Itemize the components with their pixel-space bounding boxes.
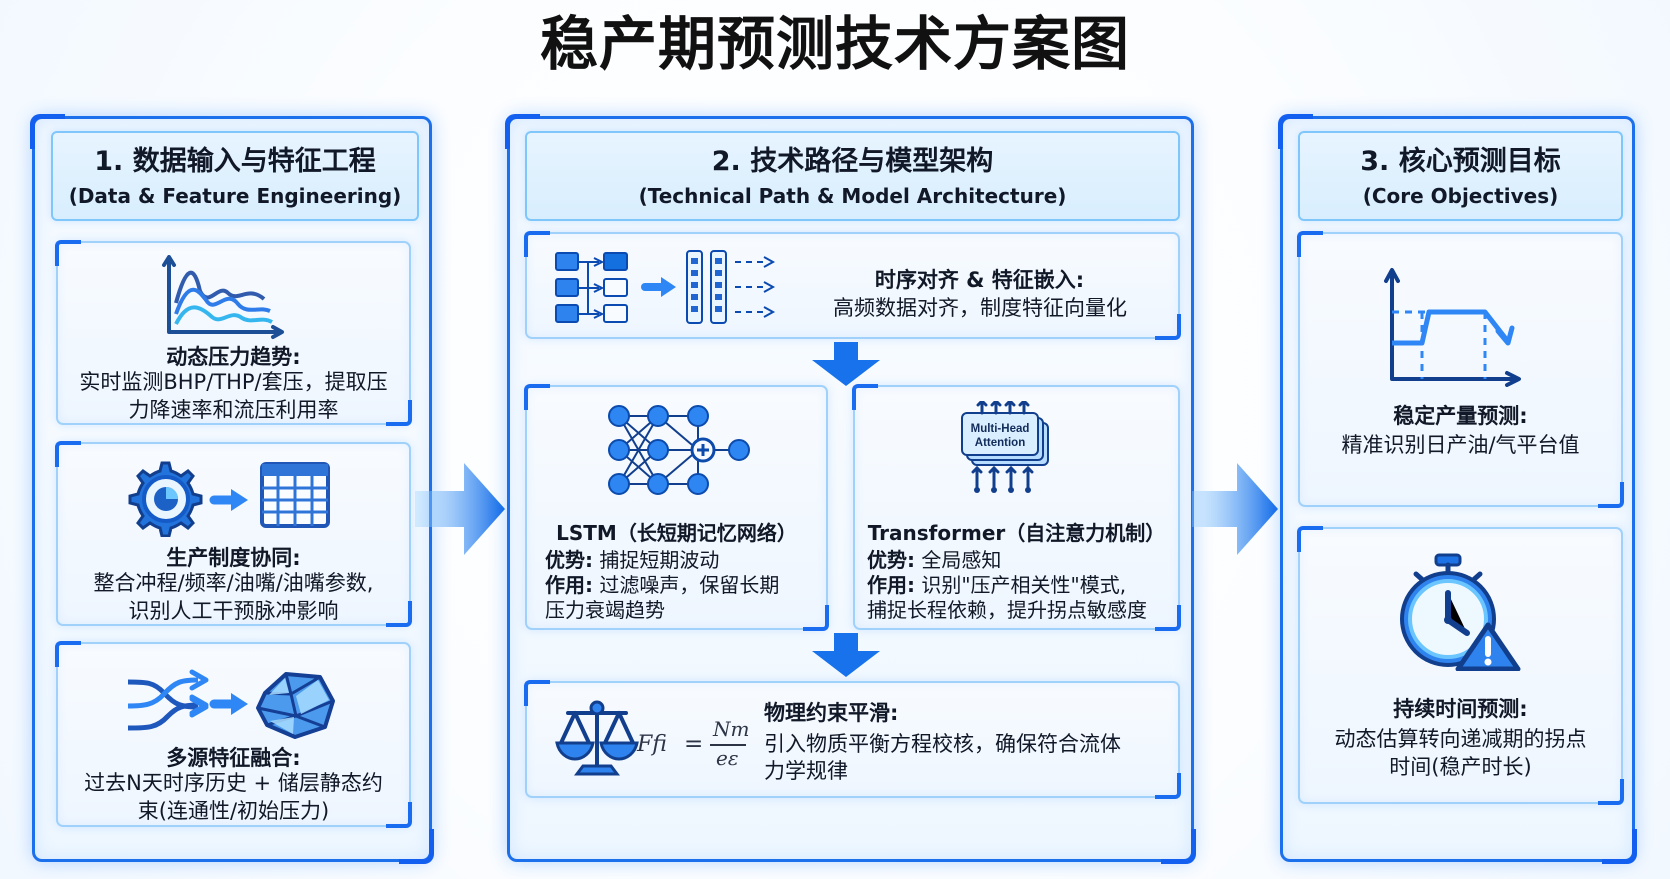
model-architecture-section: 2. 技术路径与模型架构 (Technical Path & Model Arc…	[505, 114, 1196, 864]
lstm-role-line: 作用: 过滤噪声，保留长期	[545, 572, 816, 598]
transformer-role-continuation: 捕捉长程依赖，提升拐点敏感度	[867, 598, 1147, 622]
stable-production-body: 精准识别日产油/气平台值	[1341, 433, 1580, 457]
multi-head-label-line2: Attention	[975, 437, 1025, 449]
model-architecture-subtitle: (Technical Path & Model Architecture)	[638, 184, 1067, 208]
production-schedule-body: 整合冲程/频率/油嘴/油嘴参数, 识别人工干预脉冲影响	[93, 571, 374, 623]
core-objectives-section: 3. 核心预测目标 (Core Objectives) 稳定产量预测: 精准识别…	[1278, 114, 1637, 864]
pressure-trend-chart-icon	[162, 255, 284, 339]
formula-equals: =	[684, 731, 704, 757]
multisource-fusion-body: 过去N天时序历史 + 储层静态约 束(连通性/初始压力)	[84, 771, 383, 823]
feature-embedding-card: 时序对齐 & 特征嵌入: 高频数据对齐，制度特征向量化	[524, 231, 1181, 340]
multi-head-label-line1: Multi-Head	[971, 423, 1030, 435]
flow-arrow-right-icon	[415, 463, 505, 555]
transformer-advantage-text: 全局感知	[921, 548, 1002, 572]
lstm-role-continuation: 压力衰竭趋势	[545, 598, 665, 622]
multisource-fusion-card: 多源特征融合: 过去N天时序历史 + 储层静态约 束(连通性/初始压力)	[55, 641, 412, 828]
formula-lhs: Ffi	[637, 732, 667, 757]
formula-numerator: Nm	[713, 717, 750, 741]
feature-embedding-title: 时序对齐 & 特征嵌入:	[874, 268, 1085, 292]
multi-head-attention-icon: Multi-Head Attention	[961, 401, 1049, 493]
lstm-advantage-line: 优势: 捕捉短期波动	[545, 547, 816, 573]
physics-constraint-card: Ffi = Nm eε 物理约束平滑: 引入物质平衡方程校核，确保符合流体 力学…	[524, 680, 1181, 799]
transformer-role-text-line1: 识别"压产相关性"模式,	[921, 573, 1127, 597]
data-input-title: 1. 数据输入与特征工程	[94, 146, 376, 177]
data-input-header: 1. 数据输入与特征工程 (Data & Feature Engineering…	[51, 131, 419, 221]
production-schedule-gear-table-icon	[128, 461, 330, 537]
formula-denominator: eε	[716, 746, 739, 770]
duration-prediction-title: 持续时间预测:	[1393, 697, 1528, 721]
flow-arrow-right-icon	[1192, 463, 1278, 555]
stable-production-card: 稳定产量预测: 精准识别日产油/气平台值	[1297, 231, 1624, 508]
dynamic-pressure-title: 动态压力趋势:	[166, 345, 301, 369]
physics-constraint-title: 物理约束平滑:	[764, 701, 899, 725]
down-arrow-bottom-icon	[812, 633, 880, 677]
transformer-role-line: 作用: 识别"压产相关性"模式,	[867, 572, 1168, 598]
feature-embedding-description: 高频数据对齐，制度特征向量化	[833, 296, 1127, 320]
lstm-model-card: LSTM（长短期记忆网络） 优势: 捕捉短期波动 作用: 过滤噪声，保留长期 压…	[524, 384, 829, 631]
core-objectives-title: 3. 核心预测目标	[1360, 146, 1561, 177]
model-architecture-title: 2. 技术路径与模型架构	[711, 146, 994, 177]
core-objectives-header: 3. 核心预测目标 (Core Objectives)	[1298, 131, 1623, 221]
timeseries-alignment-icon	[555, 250, 776, 324]
transformer-title: Transformer（自注意力机制）	[867, 521, 1166, 545]
data-input-section: 1. 数据输入与特征工程 (Data & Feature Engineering…	[30, 114, 434, 864]
dynamic-pressure-body: 实时监测BHP/THP/套压，提取压 力降速率和流压利用率	[79, 370, 388, 422]
transformer-role-label: 作用:	[867, 573, 915, 597]
data-input-subtitle: (Data & Feature Engineering)	[68, 184, 402, 208]
model-architecture-header: 2. 技术路径与模型架构 (Technical Path & Model Arc…	[525, 131, 1180, 221]
duration-stopwatch-warning-icon	[1400, 553, 1521, 671]
formula-fraction-bar	[710, 744, 746, 746]
production-schedule-title: 生产制度协同:	[166, 546, 301, 570]
physics-constraint-description: 引入物质平衡方程校核，确保符合流体 力学规律	[764, 732, 1121, 783]
balance-scale-icon	[555, 700, 639, 776]
production-schedule-card: 生产制度协同: 整合冲程/频率/油嘴/油嘴参数, 识别人工干预脉冲影响	[55, 441, 412, 627]
multisource-fusion-title: 多源特征融合:	[166, 746, 301, 770]
lstm-network-icon	[608, 405, 750, 495]
duration-prediction-body: 动态估算转向递减期的拐点 时间(稳产时长)	[1334, 727, 1587, 779]
down-arrow-top-icon	[812, 342, 880, 386]
lstm-role-text-line1: 过滤噪声，保留长期	[599, 573, 780, 597]
duration-prediction-card: 持续时间预测: 动态估算转向递减期的拐点 时间(稳产时长)	[1297, 526, 1624, 805]
material-balance-formula: Ffi = Nm eε	[637, 713, 752, 771]
stable-production-title: 稳定产量预测:	[1393, 404, 1528, 428]
multisource-fusion-rock-icon	[127, 669, 335, 739]
core-objectives-subtitle: (Core Objectives)	[1362, 184, 1559, 208]
dynamic-pressure-card: 动态压力趋势: 实时监测BHP/THP/套压，提取压 力降速率和流压利用率	[55, 240, 412, 426]
lstm-role-label: 作用:	[545, 573, 593, 597]
transformer-advantage-label: 优势:	[867, 548, 915, 572]
transformer-advantage-line: 优势: 全局感知	[867, 547, 1168, 573]
lstm-title: LSTM（长短期记忆网络）	[556, 521, 797, 545]
stable-production-curve-icon	[1384, 268, 1521, 387]
lstm-advantage-label: 优势:	[545, 548, 593, 572]
lstm-advantage-text: 捕捉短期波动	[599, 548, 720, 572]
transformer-model-card: Multi-Head Attention Transformer（自注意力机制）…	[852, 384, 1181, 631]
page-title: 稳产期预测技术方案图	[539, 10, 1130, 78]
